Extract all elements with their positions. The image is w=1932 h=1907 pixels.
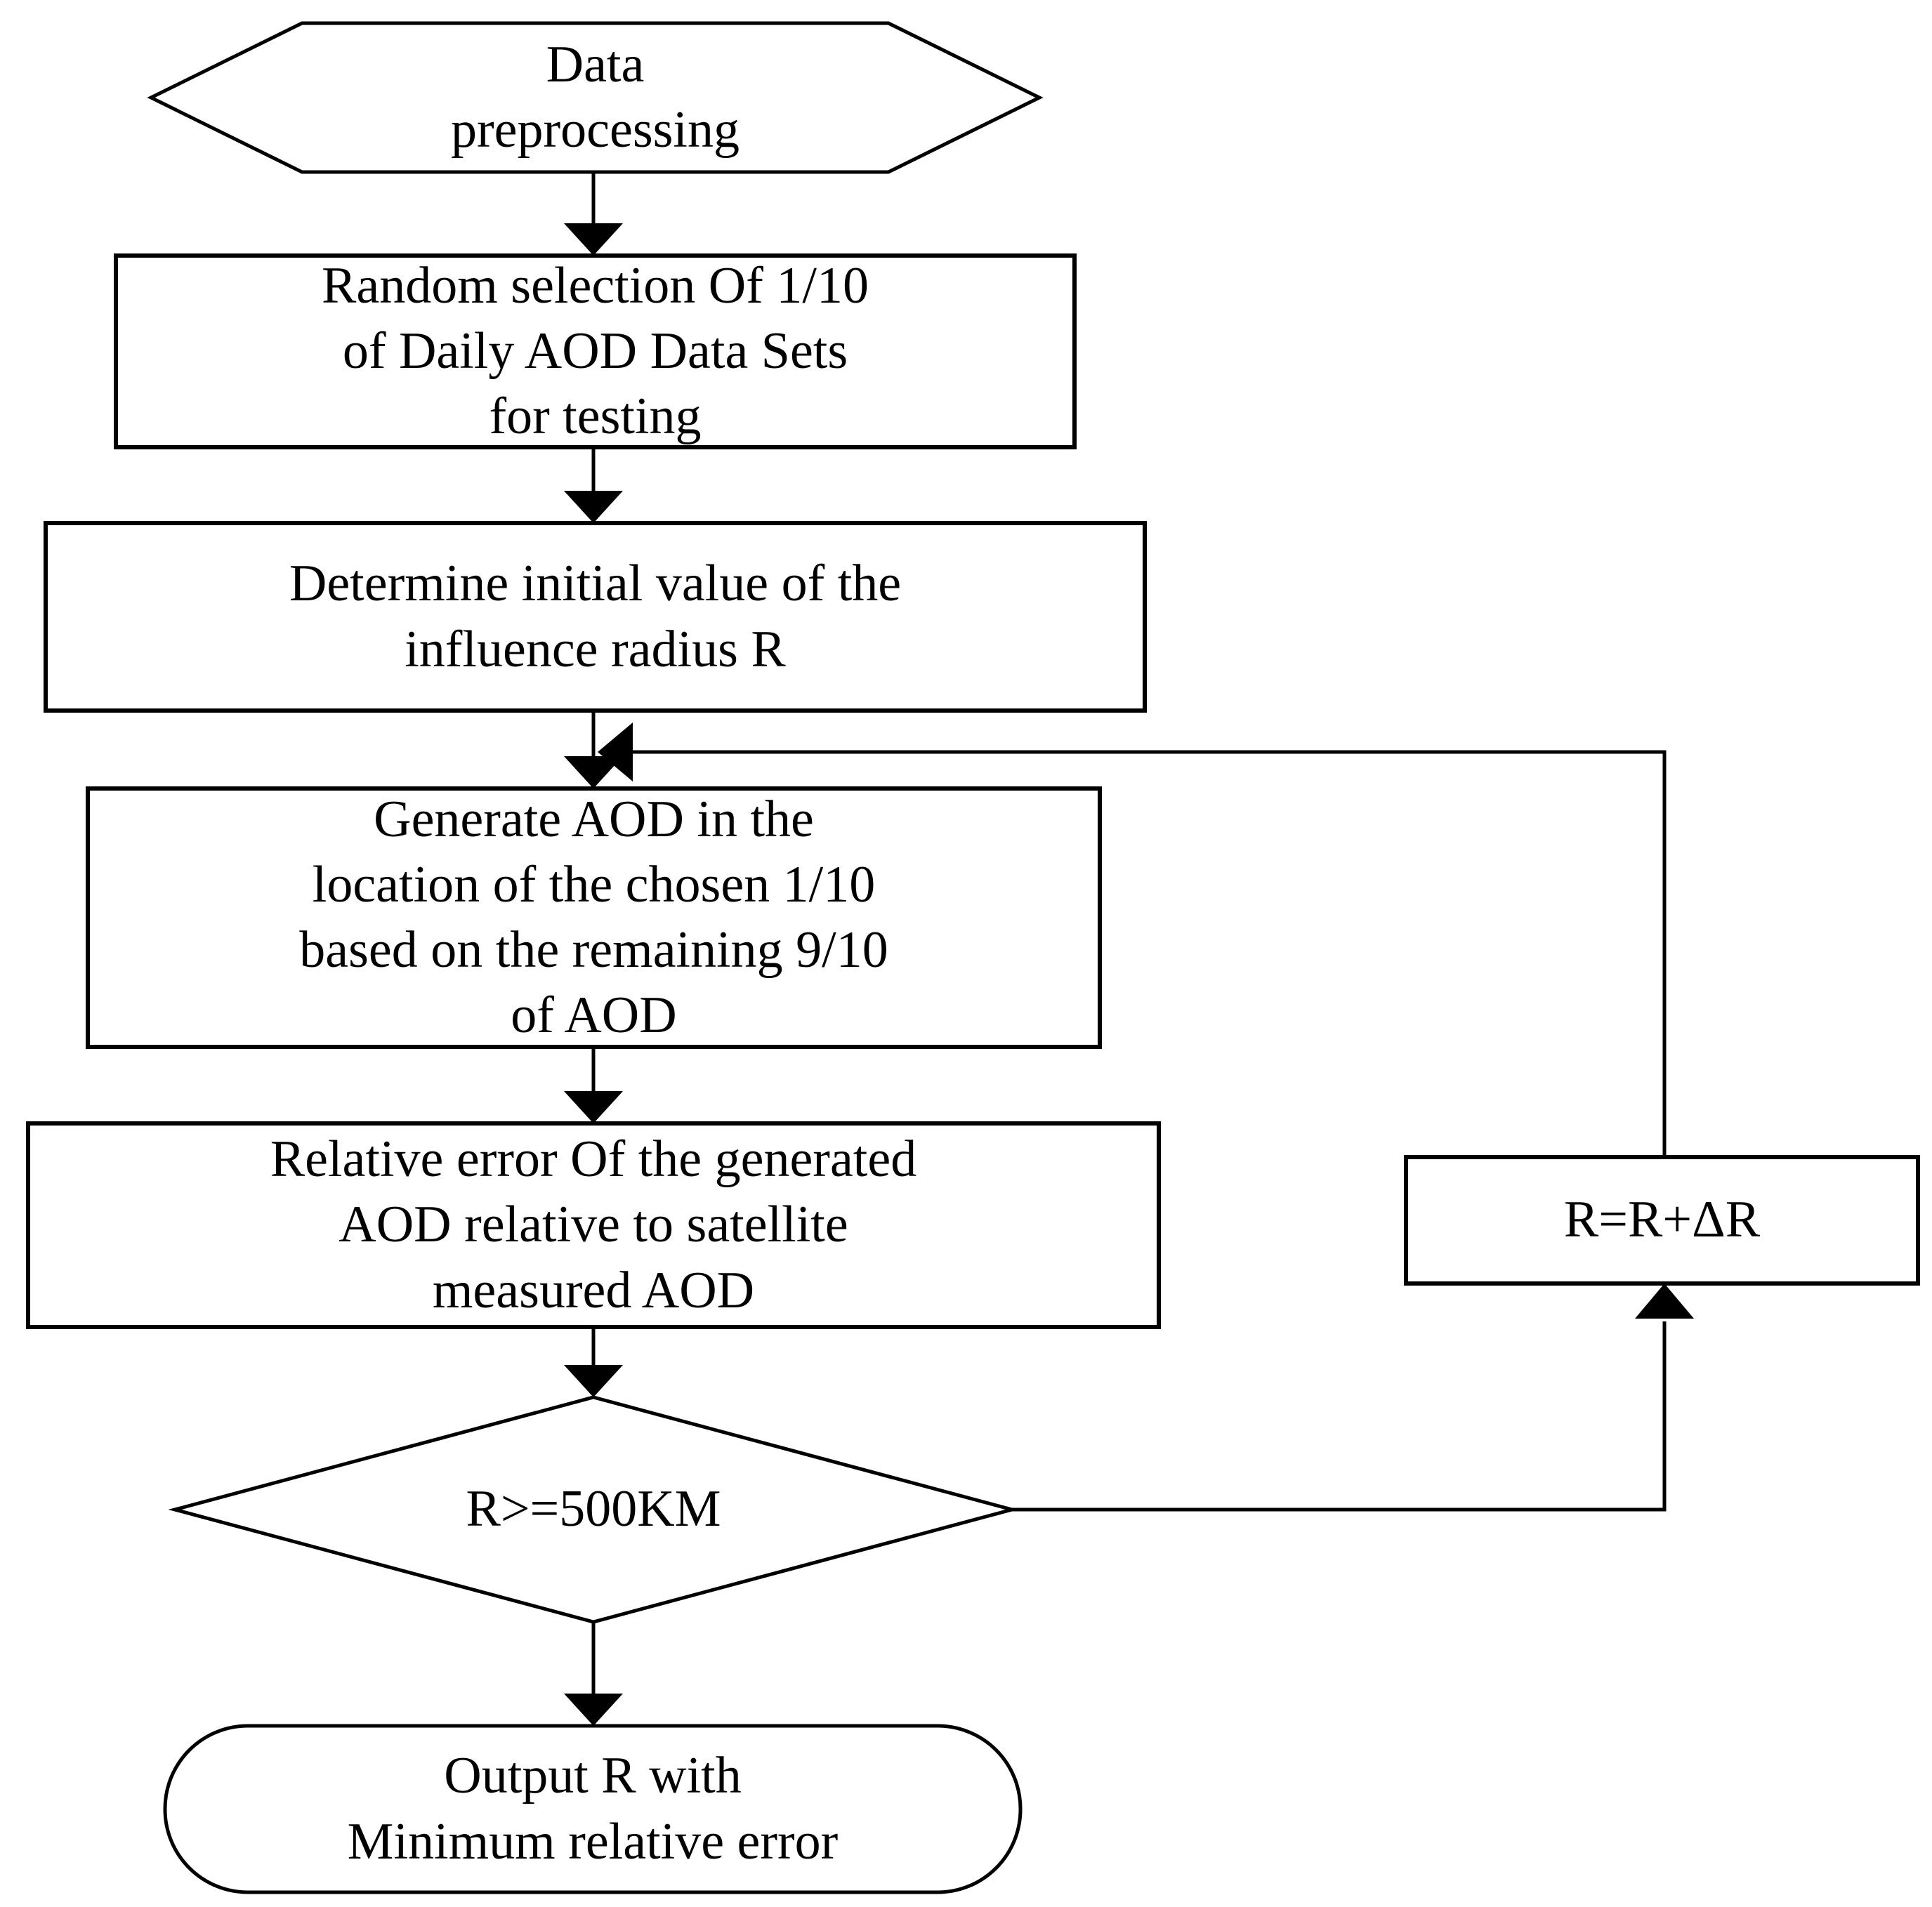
node-label-random-selection: Random selection Of 1/10 of Daily AOD Da… (322, 256, 869, 446)
node-label-radius-check: R>=500KM (466, 1480, 721, 1538)
arrowhead-left-icon (598, 722, 633, 781)
arrowhead-down-icon (564, 1365, 623, 1397)
node-label-data-preprocessing: Data preprocessing (451, 35, 740, 159)
process-box-generate-aod (86, 786, 1102, 1049)
arrowhead-down-icon (564, 223, 623, 256)
arrowhead-down-icon (564, 1694, 623, 1726)
hexagon-shape-data-preprocessing (147, 21, 1044, 174)
arrowhead-up-icon (1635, 1284, 1694, 1319)
node-label-relative-error: Relative error Of the generated AOD rela… (270, 1130, 917, 1319)
process-box-random-selection (114, 253, 1077, 449)
node-label-initial-radius: Determine initial value of the influence… (289, 555, 902, 678)
decision-diamond-radius-check (168, 1395, 1019, 1624)
node-label-increment-radius: R=R+ΔR (1563, 1191, 1761, 1249)
terminator-shape-output (163, 1724, 1023, 1894)
arrowhead-down-icon (564, 1091, 623, 1123)
process-box-increment-radius (1404, 1155, 1920, 1286)
node-label-generate-aod: Generate AOD in the location of the chos… (299, 790, 888, 1045)
arrowhead-down-icon (564, 491, 623, 523)
connector-decision-to-increment (1012, 1321, 1667, 1512)
process-box-relative-error (26, 1121, 1161, 1329)
arrowhead-down-icon (564, 756, 623, 788)
node-label-output-result: Output R with Minimum relative error (347, 1747, 839, 1870)
process-box-initial-radius (44, 521, 1147, 713)
connector-loop-back (629, 750, 1667, 1157)
